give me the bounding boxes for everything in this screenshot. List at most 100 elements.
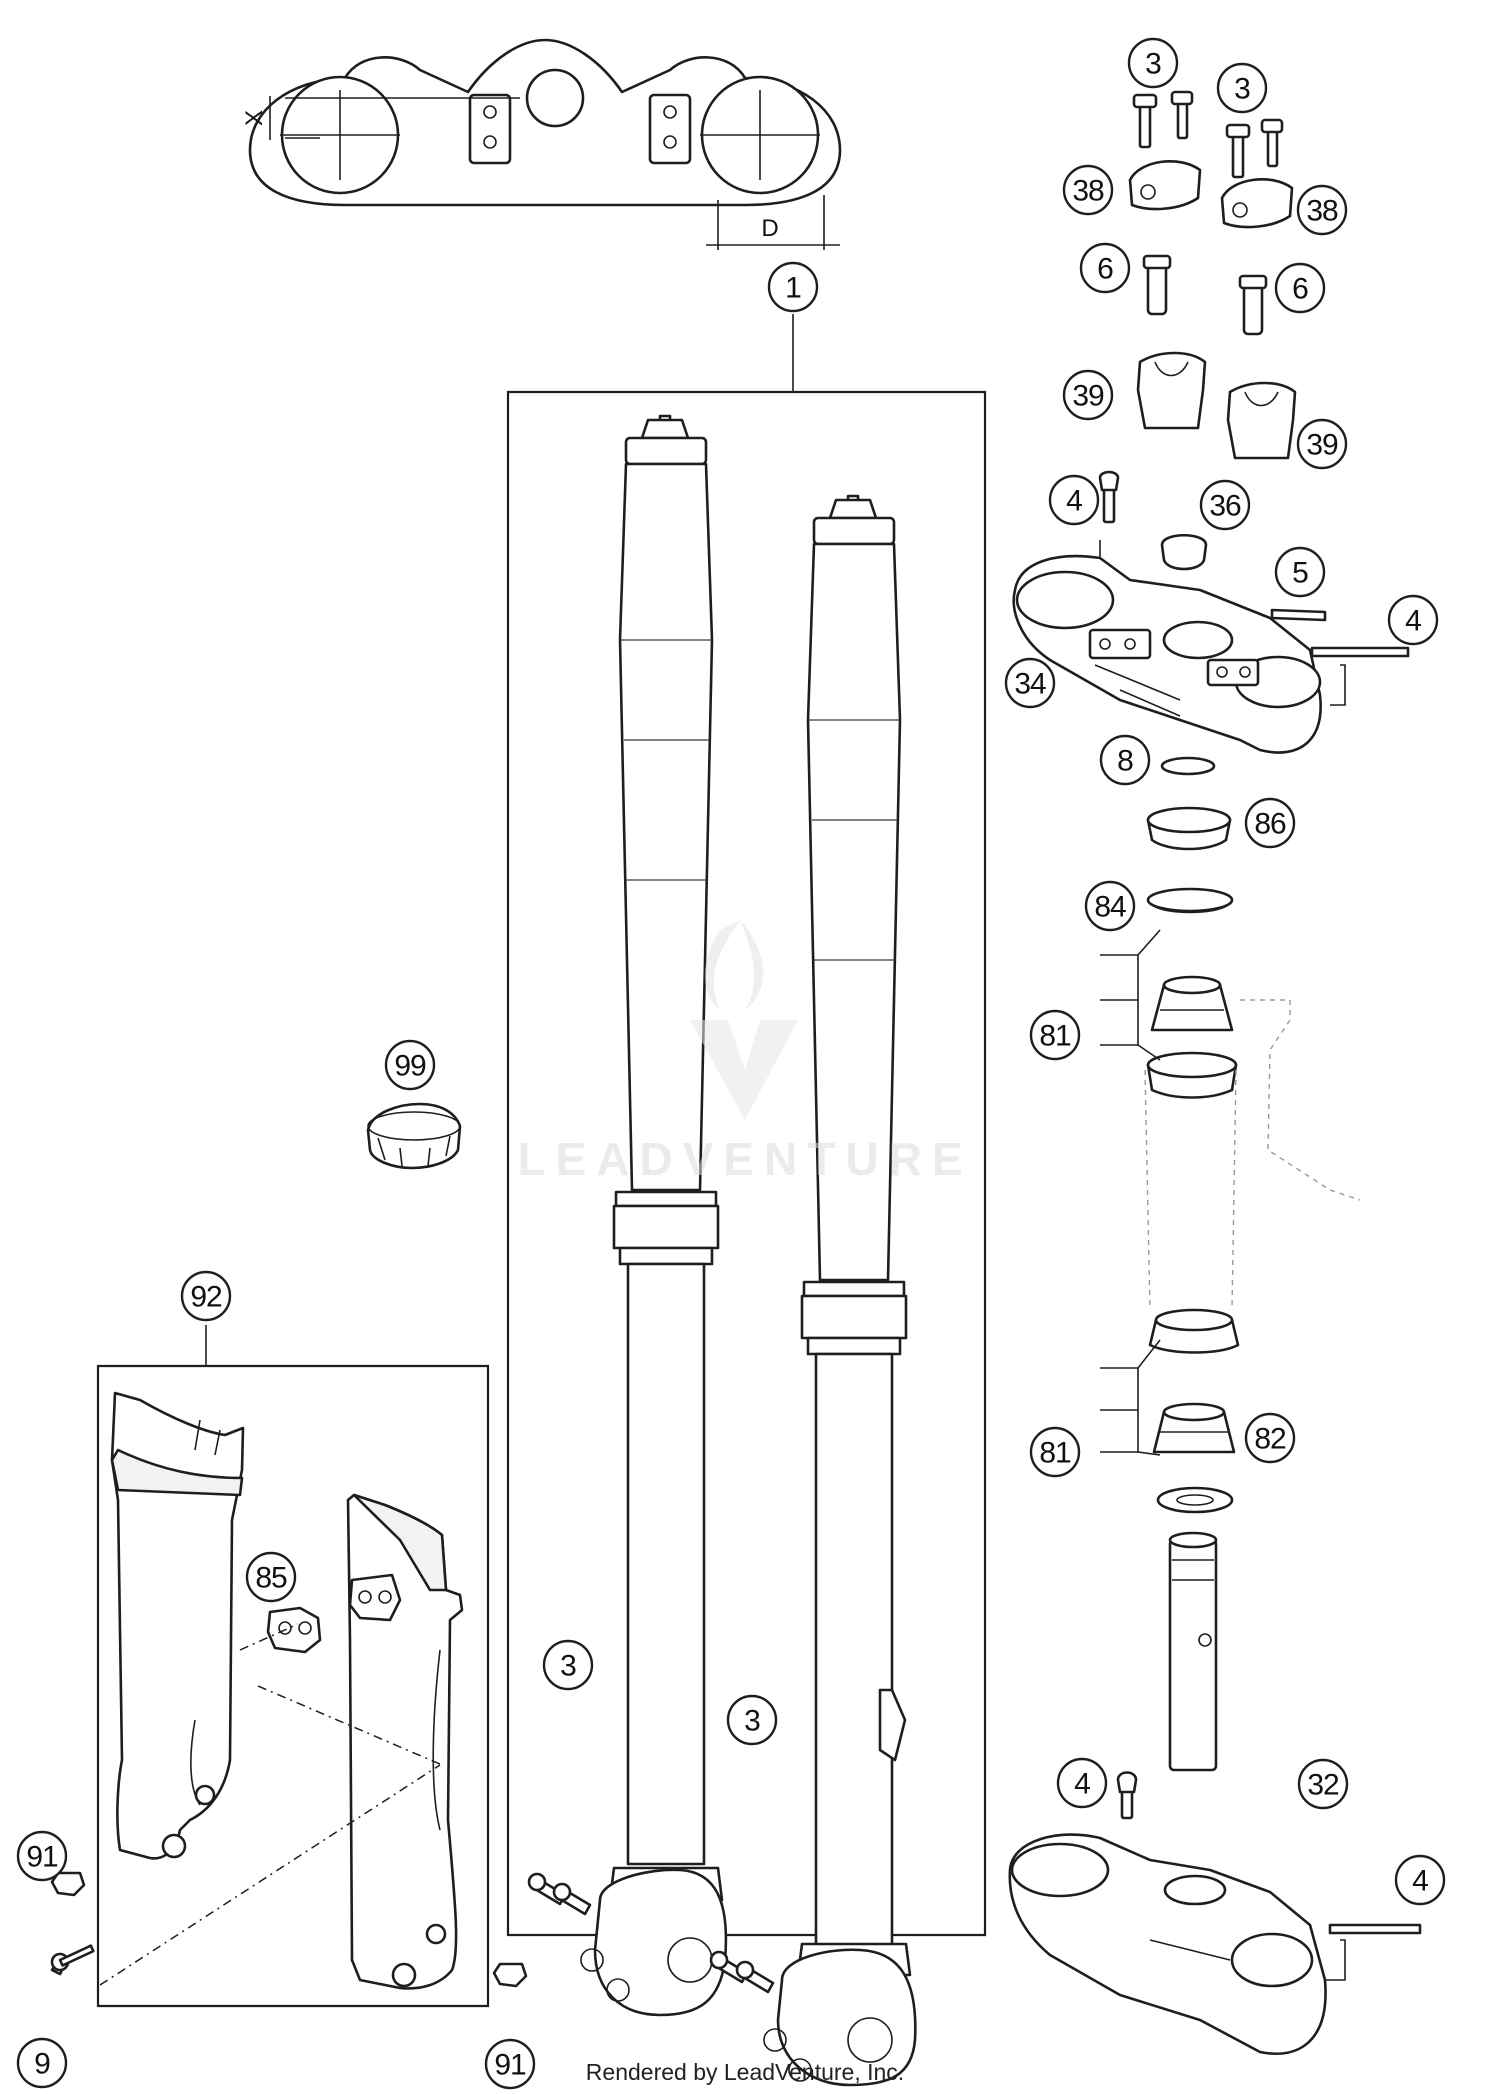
callout-84: 84: [1084, 880, 1136, 932]
callout-label: 6: [1292, 273, 1308, 306]
callout-circle: [767, 261, 819, 313]
callout-9: 9: [16, 2037, 68, 2089]
callout-86: 86: [1244, 797, 1296, 849]
fork-foot-bolts-right: [709, 1950, 775, 1994]
callout-circle: [1387, 594, 1439, 646]
callout-label: 4: [1412, 1865, 1428, 1898]
callout-3b: 3: [1216, 62, 1268, 114]
fork-group-frame: [506, 390, 987, 1937]
callout-label: 36: [1209, 490, 1241, 523]
callout-circle: [245, 1551, 297, 1603]
footer-credit: Rendered by LeadVenture, Inc.: [586, 2059, 904, 2085]
callout-circle: [726, 1694, 778, 1746]
callout-circle: [542, 1639, 594, 1691]
callout-81a: 81: [1029, 1009, 1081, 1061]
guard-mount-bracket: [266, 1606, 322, 1654]
callout-label: 84: [1094, 891, 1126, 924]
callout-34: 34: [1004, 657, 1056, 709]
fork-legs: [506, 314, 987, 2087]
callout-6a: 6: [1079, 242, 1131, 294]
callout-label: 32: [1307, 1769, 1339, 1802]
callout-3d: 3: [726, 1694, 778, 1746]
callout-label: 1: [785, 272, 801, 305]
callout-6b: 6: [1274, 262, 1326, 314]
right-fork-leg: [763, 494, 917, 2087]
steering-bearing-stack: [1100, 756, 1361, 1514]
watermark-logo: LEADVENTURE: [517, 920, 972, 1185]
callout-circle: [1079, 242, 1131, 294]
callout-circle: [1084, 880, 1136, 932]
callout-1: 1: [767, 261, 819, 313]
callout-circle: [1029, 1009, 1081, 1061]
callout-circle: [1244, 1412, 1296, 1464]
dimension-x-label: X: [241, 110, 268, 126]
callout-label: 3: [1145, 48, 1161, 81]
callout-circle: [1004, 657, 1056, 709]
fork-guards: [50, 1325, 528, 2008]
callout-label: 4: [1066, 485, 1082, 518]
callout-circle: [1274, 546, 1326, 598]
callout-4d: 4: [1394, 1854, 1446, 1906]
callout-circle: [1244, 797, 1296, 849]
callout-label: 38: [1072, 175, 1104, 208]
fork-guard-group-frame: [96, 1364, 490, 2008]
callout-label: 9: [34, 2048, 50, 2081]
callout-81b: 81: [1029, 1426, 1081, 1478]
callout-82: 82: [1244, 1412, 1296, 1464]
callout-38b: 38: [1296, 184, 1348, 236]
callout-85: 85: [245, 1551, 297, 1603]
triple-clamp-dimension-view: X D: [241, 38, 842, 250]
left-fork-guard: [110, 1391, 245, 1860]
callout-circle: [1297, 1758, 1349, 1810]
callout-8: 8: [1099, 734, 1151, 786]
callout-label: 39: [1306, 429, 1338, 462]
callout-label: 4: [1074, 1768, 1090, 1801]
callout-label: 3: [744, 1705, 760, 1738]
callout-label: 92: [190, 1281, 222, 1314]
callout-99: 99: [384, 1039, 436, 1091]
callout-circle: [1216, 62, 1268, 114]
callout-label: 81: [1039, 1020, 1071, 1053]
watermark-text: LEADVENTURE: [517, 1133, 972, 1185]
upper-triple-clamp: [1012, 470, 1410, 754]
fork-foot-bolts-left: [527, 1872, 592, 1916]
callout-label: 91: [26, 1841, 58, 1874]
fork-guard-ring: [366, 1102, 462, 1170]
callout-circle: [1062, 164, 1114, 216]
callout-label: 8: [1117, 745, 1133, 778]
callout-circle: [1099, 734, 1151, 786]
callout-3a: 3: [1127, 37, 1179, 89]
callout-circle: [1199, 479, 1251, 531]
handlebar-clamp-hardware: [1128, 90, 1297, 460]
callout-92: 92: [180, 1270, 232, 1322]
callout-circle: [484, 2038, 536, 2090]
callout-circle: [16, 2037, 68, 2089]
callout-circle: [1029, 1426, 1081, 1478]
callout-circle: [384, 1039, 436, 1091]
callout-circle: [1274, 262, 1326, 314]
callout-circle: [1048, 474, 1100, 526]
callout-38a: 38: [1062, 164, 1114, 216]
callout-circle: [1062, 369, 1114, 421]
callout-label: 81: [1039, 1437, 1071, 1470]
dimension-d-label: D: [761, 215, 778, 242]
callout-label: 5: [1292, 557, 1308, 590]
left-fork-leg: [580, 414, 728, 2017]
callout-label: 4: [1405, 605, 1421, 638]
callout-label: 82: [1254, 1423, 1286, 1456]
callout-circle: [180, 1270, 232, 1322]
callout-5: 5: [1274, 546, 1326, 598]
callout-39b: 39: [1296, 418, 1348, 470]
callout-label: 6: [1097, 253, 1113, 286]
callout-4b: 4: [1387, 594, 1439, 646]
callout-label: 39: [1072, 380, 1104, 413]
callout-circle: [1056, 1757, 1108, 1809]
callout-label: 85: [255, 1562, 287, 1595]
callout-91a: 91: [16, 1830, 68, 1882]
callout-circle: [1296, 184, 1348, 236]
callout-91b: 91: [484, 2038, 536, 2090]
callout-32: 32: [1297, 1758, 1349, 1810]
callout-label: 99: [394, 1050, 426, 1083]
